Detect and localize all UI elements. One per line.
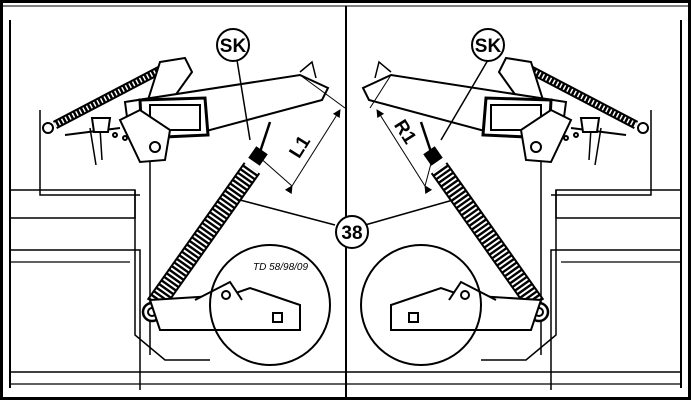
- main-spring-right: [430, 162, 545, 311]
- label-sk-left: SK: [216, 28, 250, 62]
- left-wheel: [209, 244, 331, 366]
- label-part-38: 38: [335, 215, 369, 249]
- svg-text:38: 38: [341, 223, 362, 244]
- label-l1: L1: [286, 132, 316, 162]
- label-sk-right: SK: [471, 28, 505, 62]
- right-wheel: [360, 244, 482, 366]
- drawing-reference: TD 58/98/09: [253, 262, 308, 273]
- svg-text:SK: SK: [220, 36, 247, 57]
- svg-text:SK: SK: [475, 36, 502, 57]
- main-spring-left: [146, 162, 261, 311]
- right-assembly: [346, 20, 682, 390]
- top-spring-right: [528, 66, 639, 129]
- left-assembly: [9, 20, 346, 390]
- label-r1: R1: [389, 116, 420, 148]
- left-frame-step: [10, 189, 136, 219]
- top-spring-left: [52, 66, 163, 129]
- left-lower-box: [10, 249, 141, 390]
